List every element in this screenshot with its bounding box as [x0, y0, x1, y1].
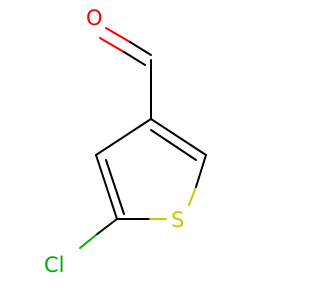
atom-oxygen-label: O	[86, 6, 103, 30]
bond-s-c2-yellow	[188, 186, 197, 206]
bond-co-red-1	[105, 27, 131, 43]
bond-c5-cl-green	[79, 234, 97, 249]
structure-drawing: O S Cl	[44, 6, 207, 277]
bond-co-black-2	[123, 51, 146, 66]
atom-sulfur-label: S	[171, 208, 184, 232]
bond-c4-c5	[95, 154, 118, 220]
bond-c3-c4	[95, 118, 152, 156]
bond-s-c2-black	[195, 154, 207, 188]
bond-c5-cl-black	[95, 218, 118, 236]
bond-c2-c3	[150, 118, 207, 156]
bond-co-red-2	[99, 37, 125, 53]
molecule-canvas: O S Cl	[44, 6, 207, 277]
bond-co-black-1	[129, 41, 152, 56]
atom-chlorine-label: Cl	[44, 253, 65, 277]
bond-c4-c5-inner	[105, 159, 125, 215]
bond-c2-c3-inner	[150, 129, 197, 161]
